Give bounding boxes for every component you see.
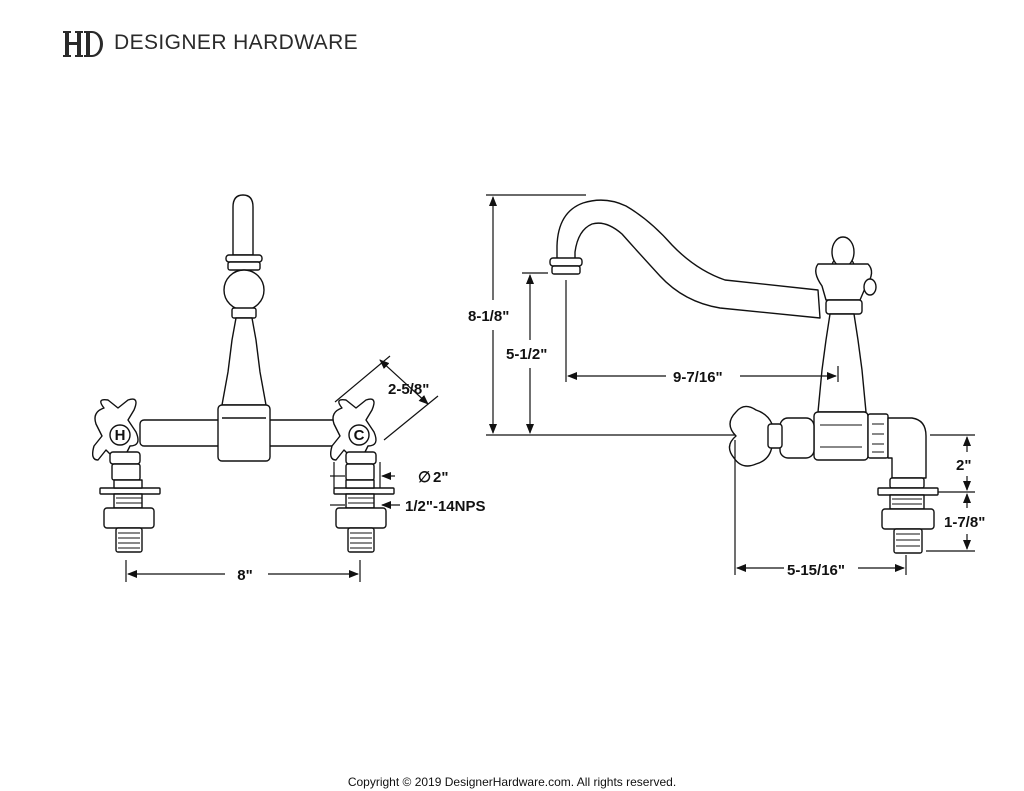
- dim-thread: 1/2"-14NPS: [405, 498, 486, 515]
- dim-spout-reach: 9-7/16": [673, 369, 723, 386]
- hot-valve-threads: [116, 497, 142, 549]
- diameter-symbol: ∅: [418, 469, 431, 486]
- side-view-faucet-details: [820, 423, 922, 547]
- brand-logo-icon: [63, 31, 103, 57]
- side-view-dimension-lines: [486, 194, 975, 575]
- dim-offset: 2": [956, 457, 971, 474]
- dim-diameter: 2": [433, 469, 448, 486]
- copyright-notice: Copyright © 2019 DesignerHardware.com. A…: [347, 775, 677, 789]
- dim-spout-height: 5-1/2": [506, 346, 547, 363]
- dim-centers: 8": [237, 567, 252, 584]
- brand-name: DESIGNER HARDWARE: [114, 31, 359, 54]
- cold-valve: [329, 398, 395, 553]
- dim-wall-depth: 5-15/16": [787, 562, 845, 579]
- cold-label: C: [354, 427, 365, 444]
- cold-valve-threads: [348, 497, 374, 549]
- dim-handle-span: 2-5/8": [388, 381, 429, 398]
- dim-shank: 1-7/8": [944, 514, 985, 531]
- side-view-faucet: [549, 199, 939, 554]
- front-view-dimension-lines: [125, 355, 439, 582]
- dim-total-height: 8-1/8": [468, 308, 509, 325]
- front-view-faucet: [139, 194, 349, 462]
- hot-label: H: [115, 427, 126, 444]
- hot-valve: [91, 398, 161, 553]
